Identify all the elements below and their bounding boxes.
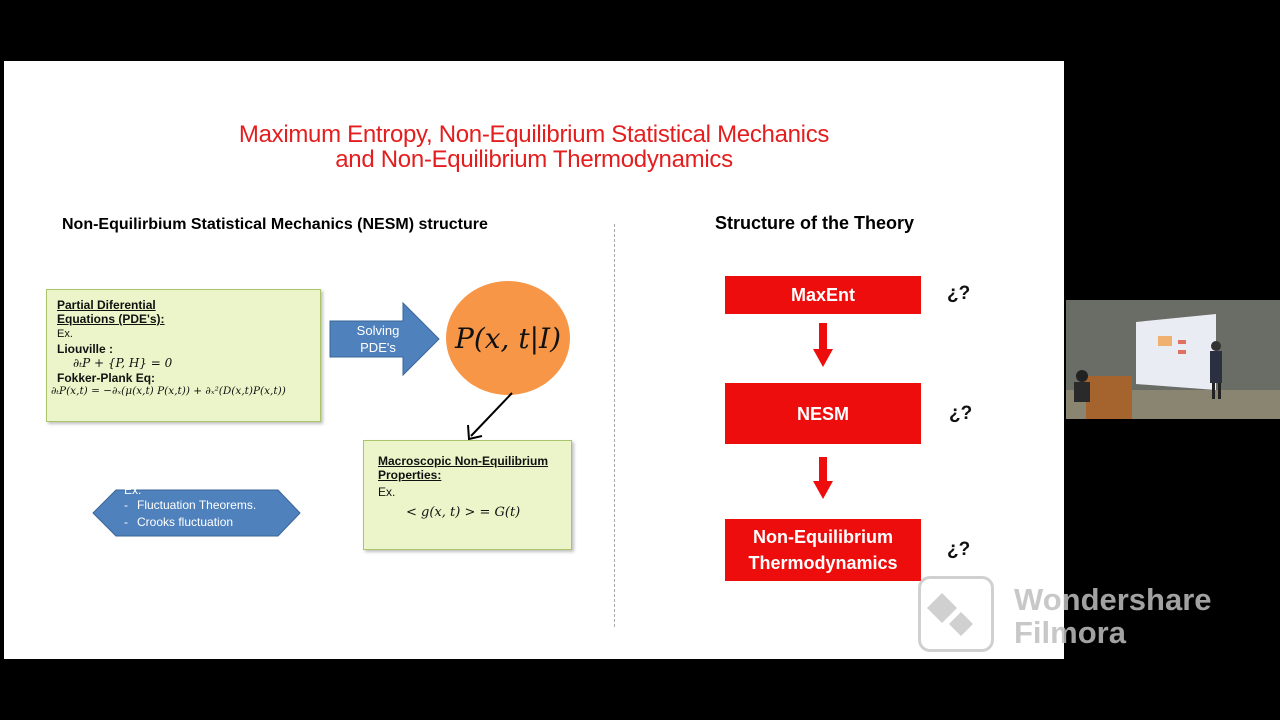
- left-section-heading: Non-Equilirbium Statistical Mechanics (N…: [62, 216, 488, 233]
- maxent-to-nesm-arrow: [813, 323, 833, 367]
- thermodynamics-question-mark: ¿?: [947, 539, 971, 560]
- watermark-line1: Wondershare: [1014, 582, 1212, 617]
- fluctuation-hexagon-text: Ex. -Fluctuation Theorems. -Crooks fluct…: [124, 483, 257, 530]
- nesm-box: NESM: [725, 383, 921, 444]
- watermark-line2: Filmora: [1014, 615, 1126, 650]
- solving-arrow-line1: Solving: [356, 323, 400, 338]
- liouville-label: Liouville :: [57, 342, 114, 356]
- macro-box-title-line2: Properties:: [378, 468, 442, 482]
- section-divider: [614, 224, 615, 627]
- thermo-label-line1: Non-Equilibrium: [753, 527, 893, 547]
- hexagon-item-2: Crooks fluctuation: [137, 515, 234, 529]
- circle-to-macro-arrow: [467, 392, 513, 441]
- fluctuation-hexagon: [92, 489, 301, 537]
- macro-box-equation: < g(x, t) > = G(t): [406, 505, 521, 520]
- slide-title: Maximum Entropy, Non-Equilibrium Statist…: [4, 122, 1064, 172]
- pde-box-ex: Ex.: [57, 328, 73, 340]
- probability-circle-label: P(x, t|I): [454, 321, 562, 355]
- liouville-equation: ∂ₜP + {P, H} = 0: [73, 356, 173, 370]
- pde-box-title-line2: Equations (PDE's):: [57, 312, 165, 326]
- pde-box: Partial Diferential Equations (PDE's): E…: [46, 289, 321, 422]
- solving-pde-arrow-label: Solving PDE's: [339, 322, 417, 356]
- slide-title-line1: Maximum Entropy, Non-Equilibrium Statist…: [238, 121, 830, 148]
- macro-box-ex: Ex.: [378, 485, 396, 499]
- nesm-question-mark: ¿?: [949, 403, 973, 424]
- fokker-plank-label: Fokker-Plank Eq:: [57, 371, 156, 385]
- solving-arrow-line2: PDE's: [360, 340, 396, 355]
- presentation-slide: Maximum Entropy, Non-Equilibrium Statist…: [4, 61, 1064, 659]
- fokker-plank-equation: ∂ₜP(x,t) = −∂ₓ(μ(x,t) P(x,t)) + ∂ₓ²(D(x,…: [51, 385, 286, 397]
- slide-title-line2: and Non-Equilibrium Thermodynamics: [335, 146, 733, 173]
- webcam-scene: [1066, 300, 1280, 419]
- thermodynamics-box: Non-Equilibrium Thermodynamics: [725, 519, 921, 581]
- filmora-logo-icon: [918, 576, 994, 652]
- macro-box-title-line1: Macroscopic Non-Equilibrium: [378, 454, 549, 468]
- maxent-question-mark: ¿?: [947, 283, 971, 304]
- maxent-label: MaxEnt: [790, 285, 855, 305]
- probability-circle: P(x, t|I): [446, 281, 570, 395]
- hexagon-ex: Ex.: [124, 483, 142, 497]
- maxent-box: MaxEnt: [725, 276, 921, 314]
- hexagon-item-1: Fluctuation Theorems.: [137, 498, 257, 512]
- solving-pde-arrow: [329, 301, 440, 377]
- right-section-heading: Structure of the Theory: [715, 213, 915, 233]
- macroscopic-properties-box: Macroscopic Non-Equilibrium Properties: …: [363, 440, 572, 550]
- filmora-diamond-icon: [927, 593, 973, 636]
- presenter-webcam-inset: [1066, 300, 1280, 419]
- nesm-to-thermo-arrow: [813, 457, 833, 499]
- nesm-label: NESM: [796, 403, 849, 424]
- thermo-label-line2: Thermodynamics: [748, 553, 898, 573]
- pde-box-title-line1: Partial Diferential: [57, 298, 156, 312]
